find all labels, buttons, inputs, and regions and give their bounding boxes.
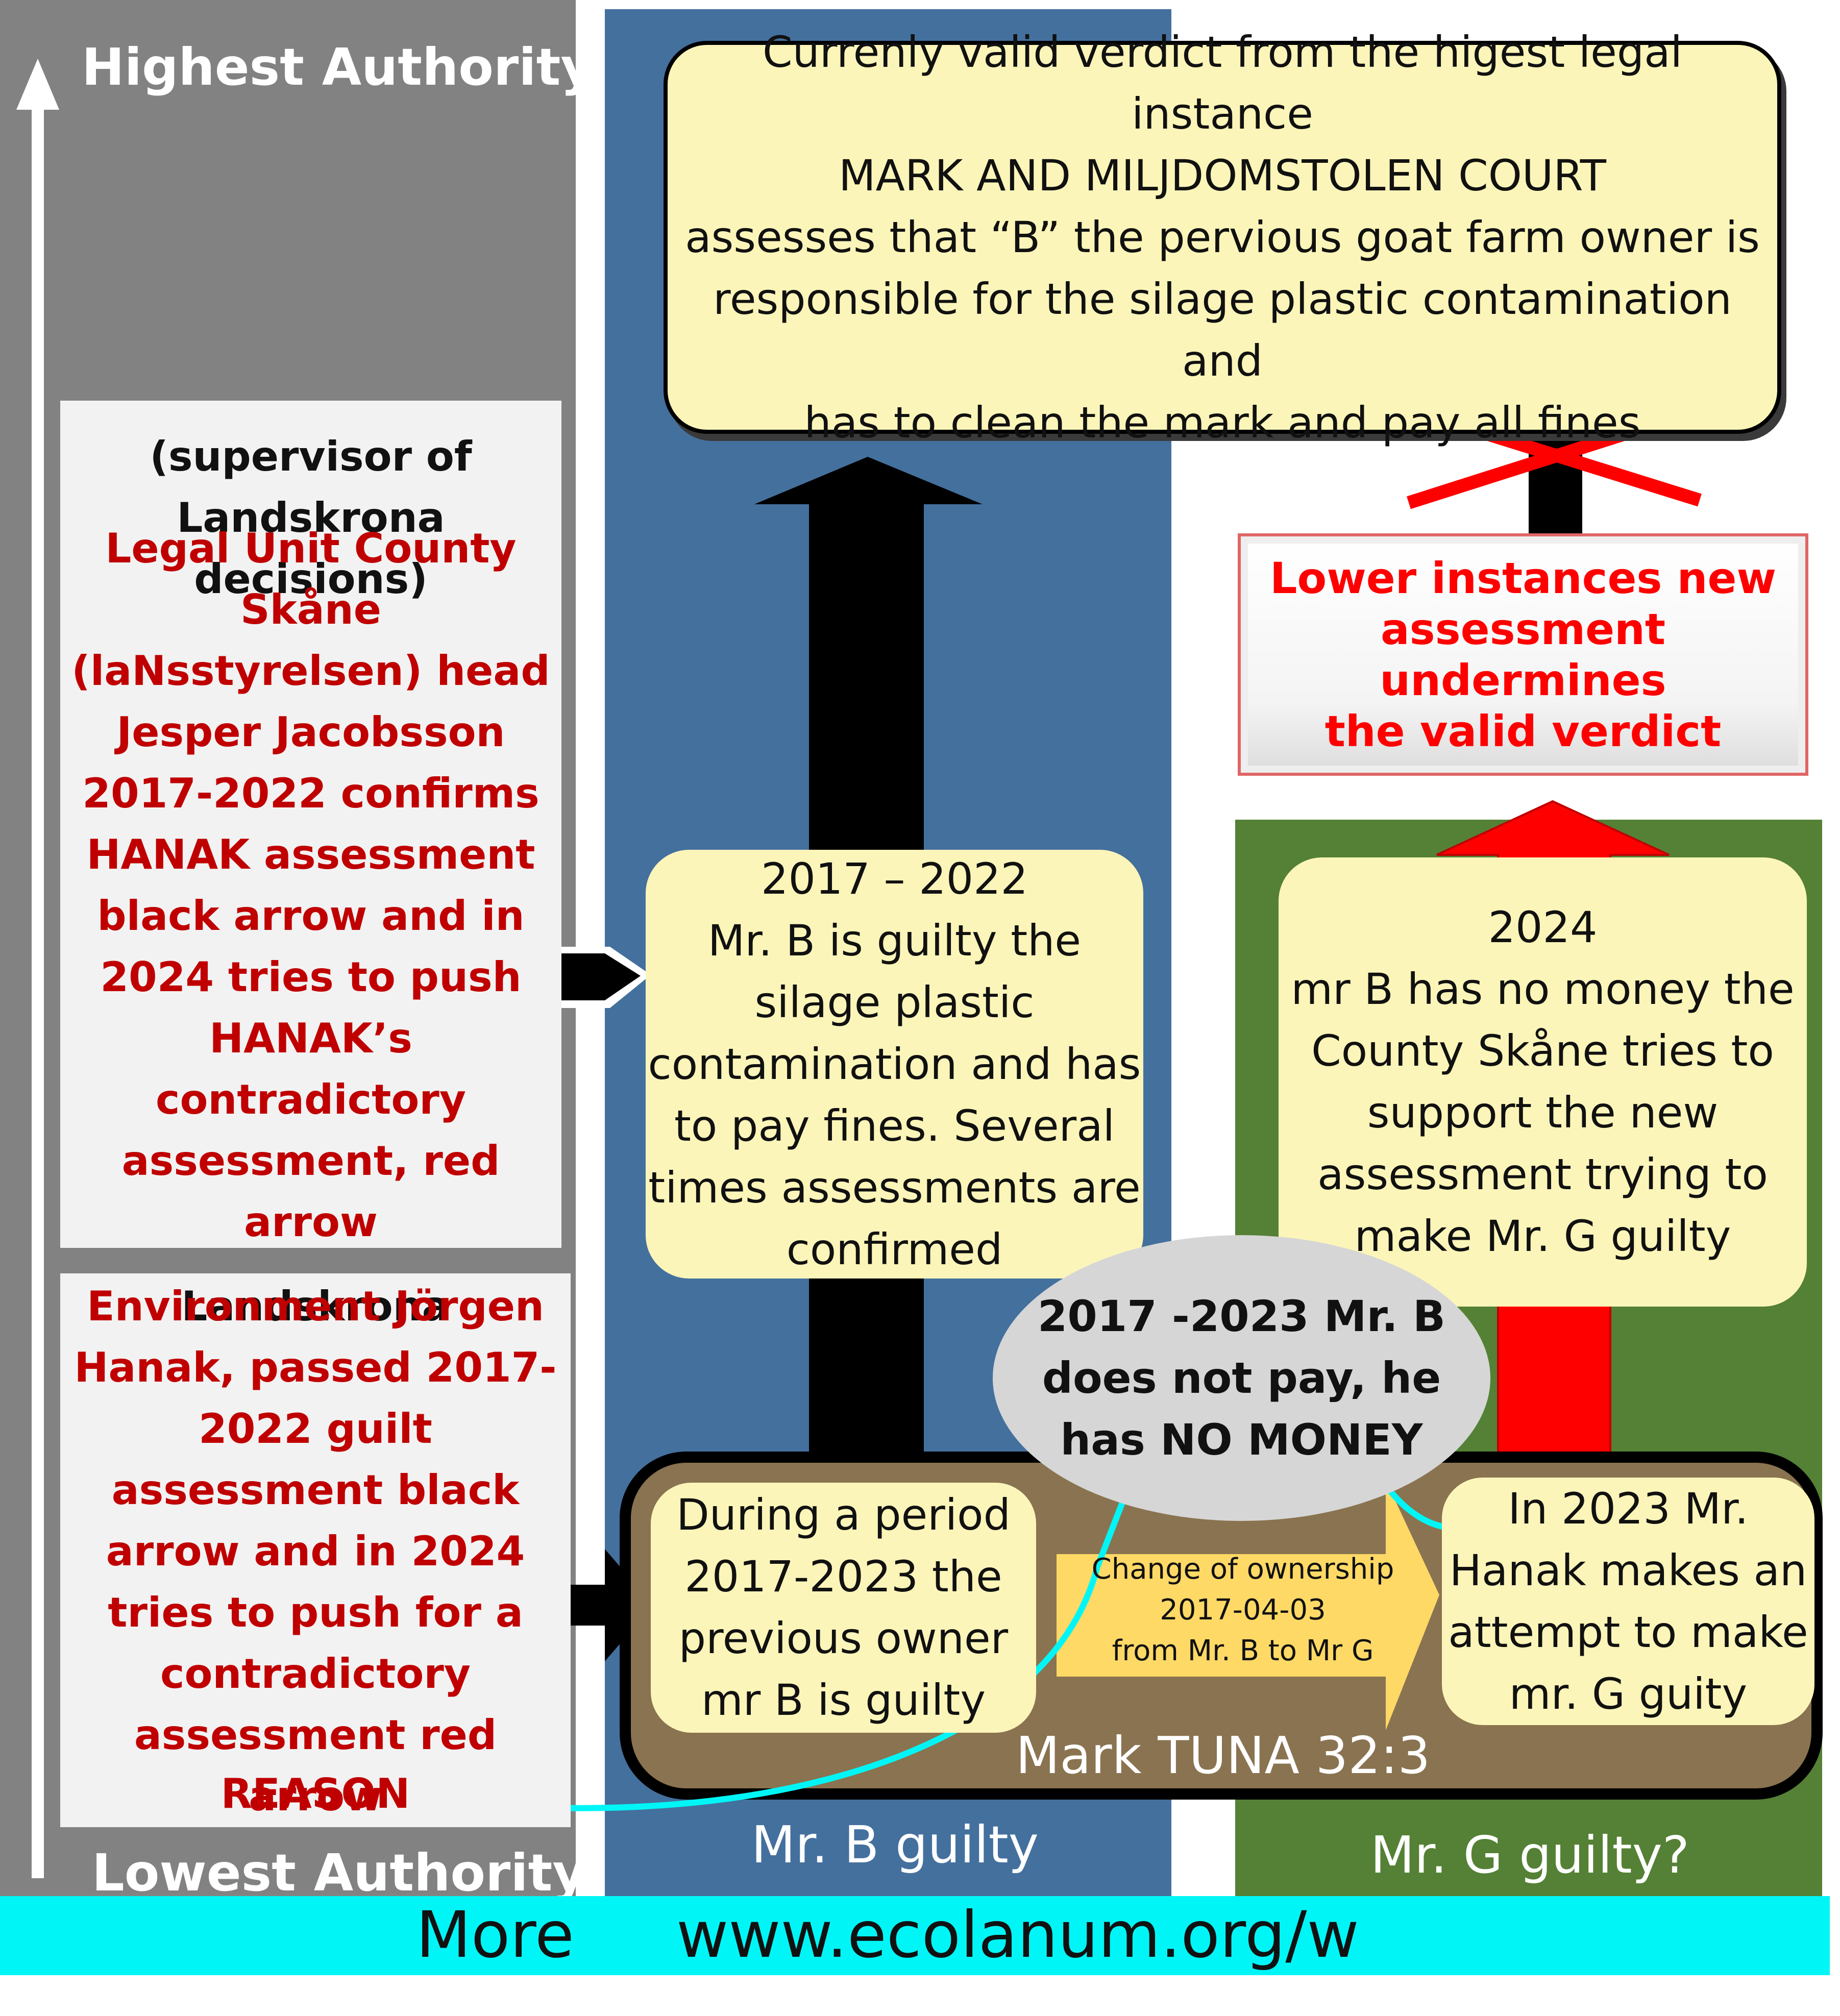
mr-g-guilty-label: Mr. G guilty? (1370, 1825, 1689, 1885)
box-2024: 2024 mr B has no money the County Skåne … (1279, 857, 1807, 1307)
footer-more: More (416, 1898, 574, 1972)
authority-axis-arrow (16, 59, 59, 1878)
ownership-arrow (1057, 1480, 1439, 1730)
landskrona-body: Environment Jörgen Hanak, passed 2017-20… (74, 1283, 557, 1820)
box-2017-2022: 2017 – 2022 Mr. B is guilty the silage p… (646, 850, 1143, 1279)
county-panel: (supervisor of Landskrona decisions) Leg… (60, 401, 561, 1248)
footer-bar: More www.ecolanum.org/w (0, 1896, 1830, 1975)
county-chevron-arrow-inner (538, 953, 641, 1000)
landskrona-heading: Landskrona (181, 1283, 450, 1330)
ownership-label: Change of ownership 2017-04-03 from Mr. … (1091, 1553, 1394, 1667)
highest-authority-label: Highest Authority (82, 37, 594, 97)
county-body: Legal Unit County Skåne (laNsstyrelsen) … (71, 525, 550, 1246)
hanak-2023-box: In 2023 Mr. Hanak makes an attempt to ma… (1442, 1478, 1814, 1725)
lower-instances-box: Lower instances new assessment undermine… (1238, 533, 1808, 776)
mr-b-guilty-label: Mr. B guilty (751, 1815, 1039, 1875)
period-box: During a period 2017-2023 the previous o… (651, 1483, 1036, 1733)
reason-label: REASON (220, 1770, 410, 1817)
lowest-authority-label: Lowest Authority (92, 1843, 586, 1903)
landskrona-chevron-arrow (568, 1549, 653, 1661)
no-money-ellipse: 2017 -2023 Mr. B does not pay, he has NO… (993, 1235, 1490, 1521)
landskrona-panel: Landskrona Environment Jörgen Hanak, pas… (60, 1273, 571, 1827)
mark-tuna-label: Mark TUNA 32:3 (1016, 1726, 1431, 1785)
footer-url-link[interactable]: www.ecolanum.org/w (676, 1898, 1359, 1972)
verdict-box: Currenly valid verdict from the higest l… (664, 27, 1781, 448)
